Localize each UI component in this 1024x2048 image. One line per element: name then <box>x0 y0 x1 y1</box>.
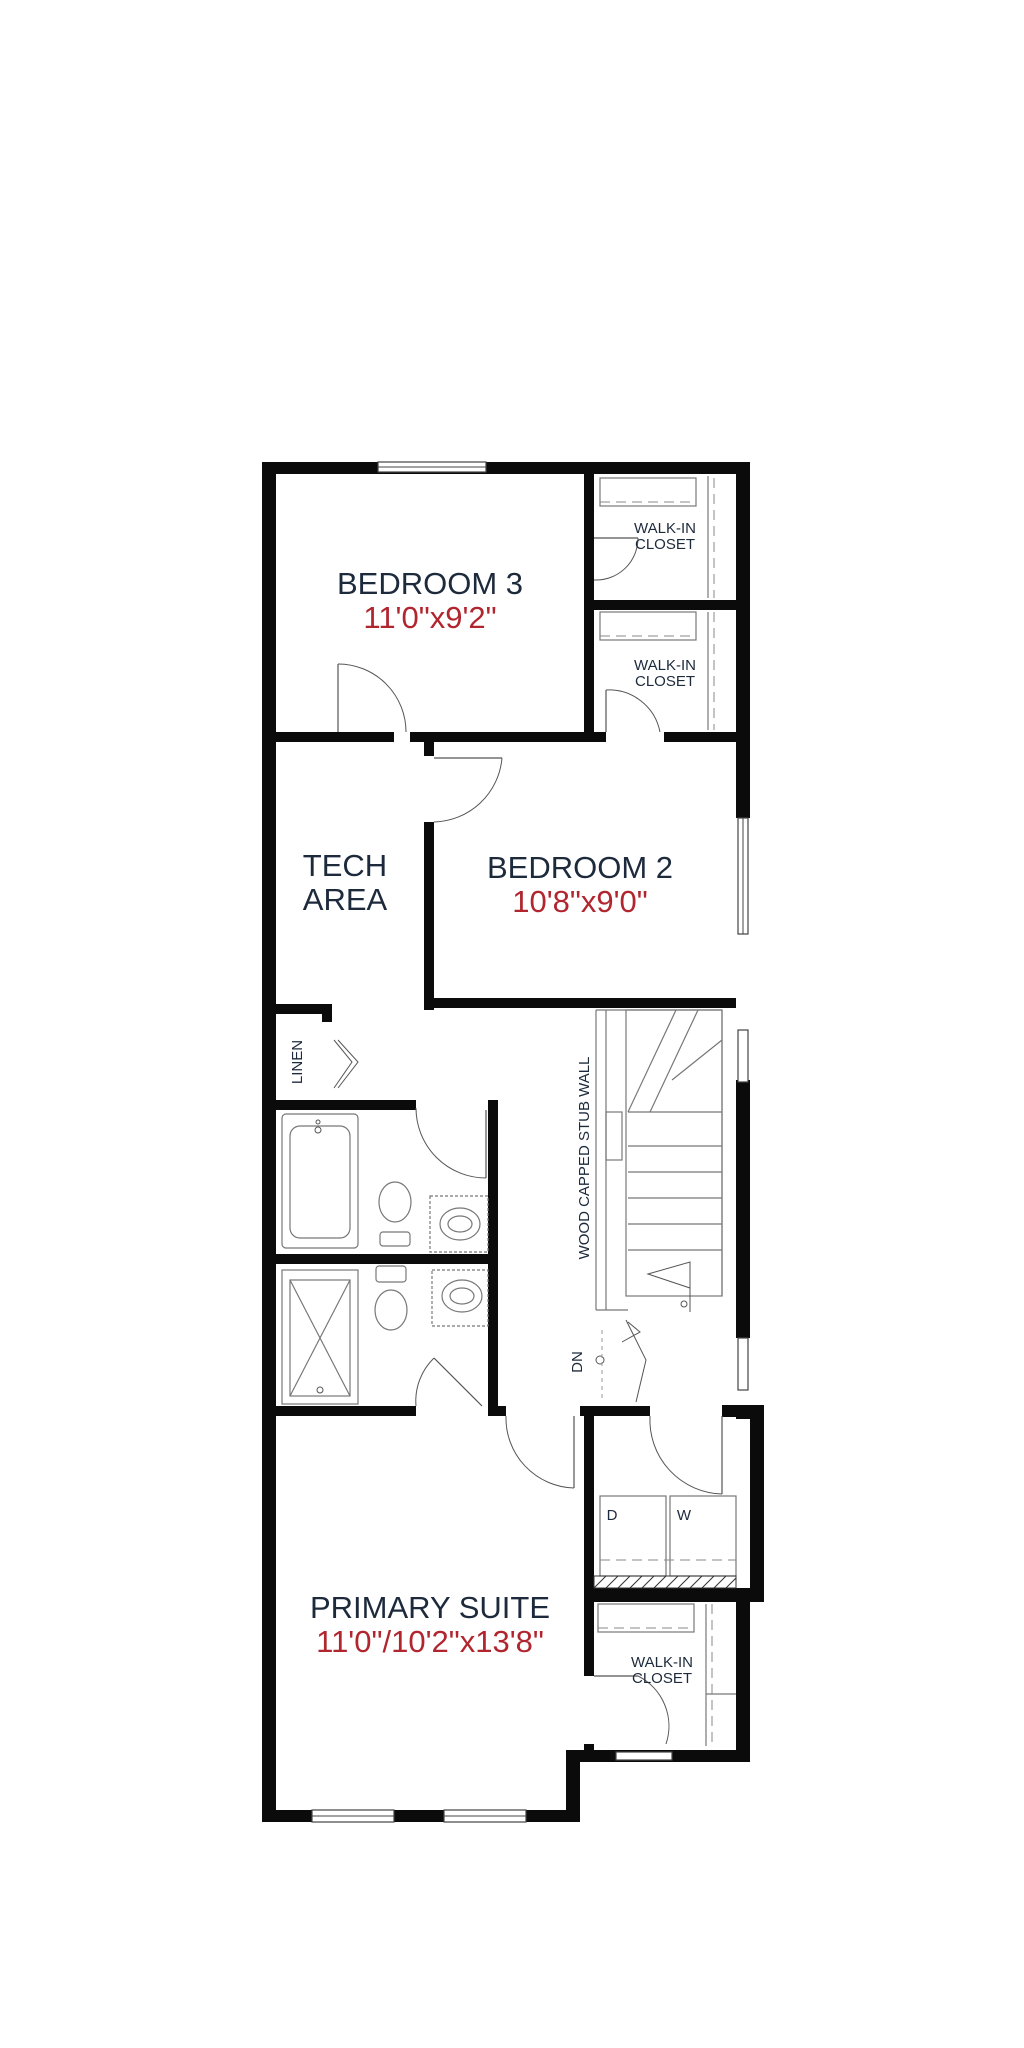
doors <box>333 537 723 1745</box>
closet-shelves <box>597 476 736 1746</box>
primary-suite-name: PRIMARY SUITE <box>310 1590 550 1625</box>
laundry-appliances <box>593 1495 737 1589</box>
interior-walls <box>276 474 750 1762</box>
walkin-closet-2-label-line2: CLOSET <box>635 673 695 690</box>
room-labels: BEDROOM 3 11'0"x9'2" WALK-IN CLOSET WALK… <box>289 520 696 1687</box>
walkin-closet-2-label-line1: WALK-IN <box>634 657 696 674</box>
walkin-closet-1-label-line2: CLOSET <box>635 536 695 553</box>
walkin-closet-1-label-line1: WALK-IN <box>634 520 696 537</box>
stairs-down-label: DN <box>569 1351 586 1373</box>
windows <box>311 461 749 1823</box>
walkin-closet-primary-label-line1: WALK-IN <box>631 1654 693 1671</box>
bedroom3-name: BEDROOM 3 <box>337 566 523 601</box>
linen-label: LINEN <box>289 1040 306 1084</box>
washer-label: W <box>677 1507 692 1524</box>
dryer-label: D <box>607 1507 618 1524</box>
walkin-closet-primary-label-line2: CLOSET <box>632 1670 692 1687</box>
primary-suite-dimensions: 11'0"/10'2"x13'8" <box>316 1624 544 1659</box>
stub-wall-label: WOOD CAPPED STUB WALL <box>576 1057 593 1260</box>
bedroom2-name: BEDROOM 2 <box>487 850 673 885</box>
bedroom2-dimensions: 10'8"x9'0" <box>512 884 648 919</box>
bedroom3-dimensions: 11'0"x9'2" <box>363 600 496 635</box>
tech-area-label-line1: TECH <box>303 848 387 883</box>
staircase <box>595 1009 723 1403</box>
tech-area-label-line2: AREA <box>303 882 388 917</box>
bath-fixtures <box>281 1113 489 1405</box>
